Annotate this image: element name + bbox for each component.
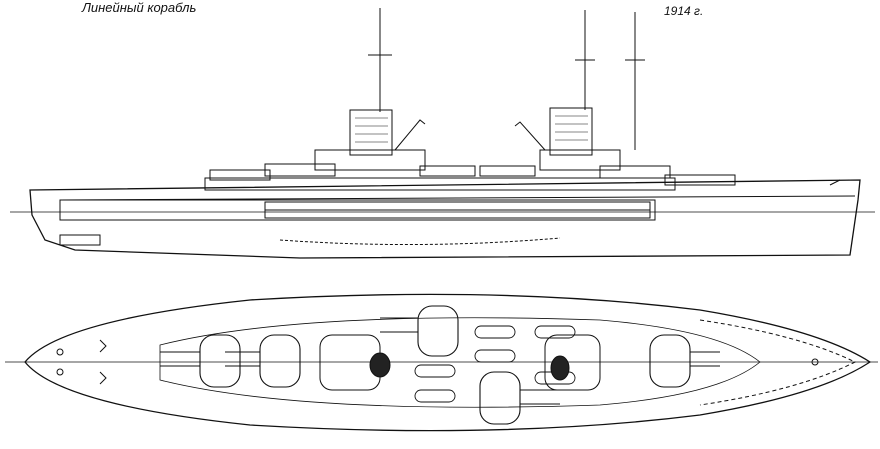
- side-elevation: [10, 8, 875, 258]
- drawing-year: 1914 г.: [664, 4, 704, 18]
- plan-view: [5, 294, 878, 430]
- drawing-title: Линейный корабль: [82, 0, 197, 15]
